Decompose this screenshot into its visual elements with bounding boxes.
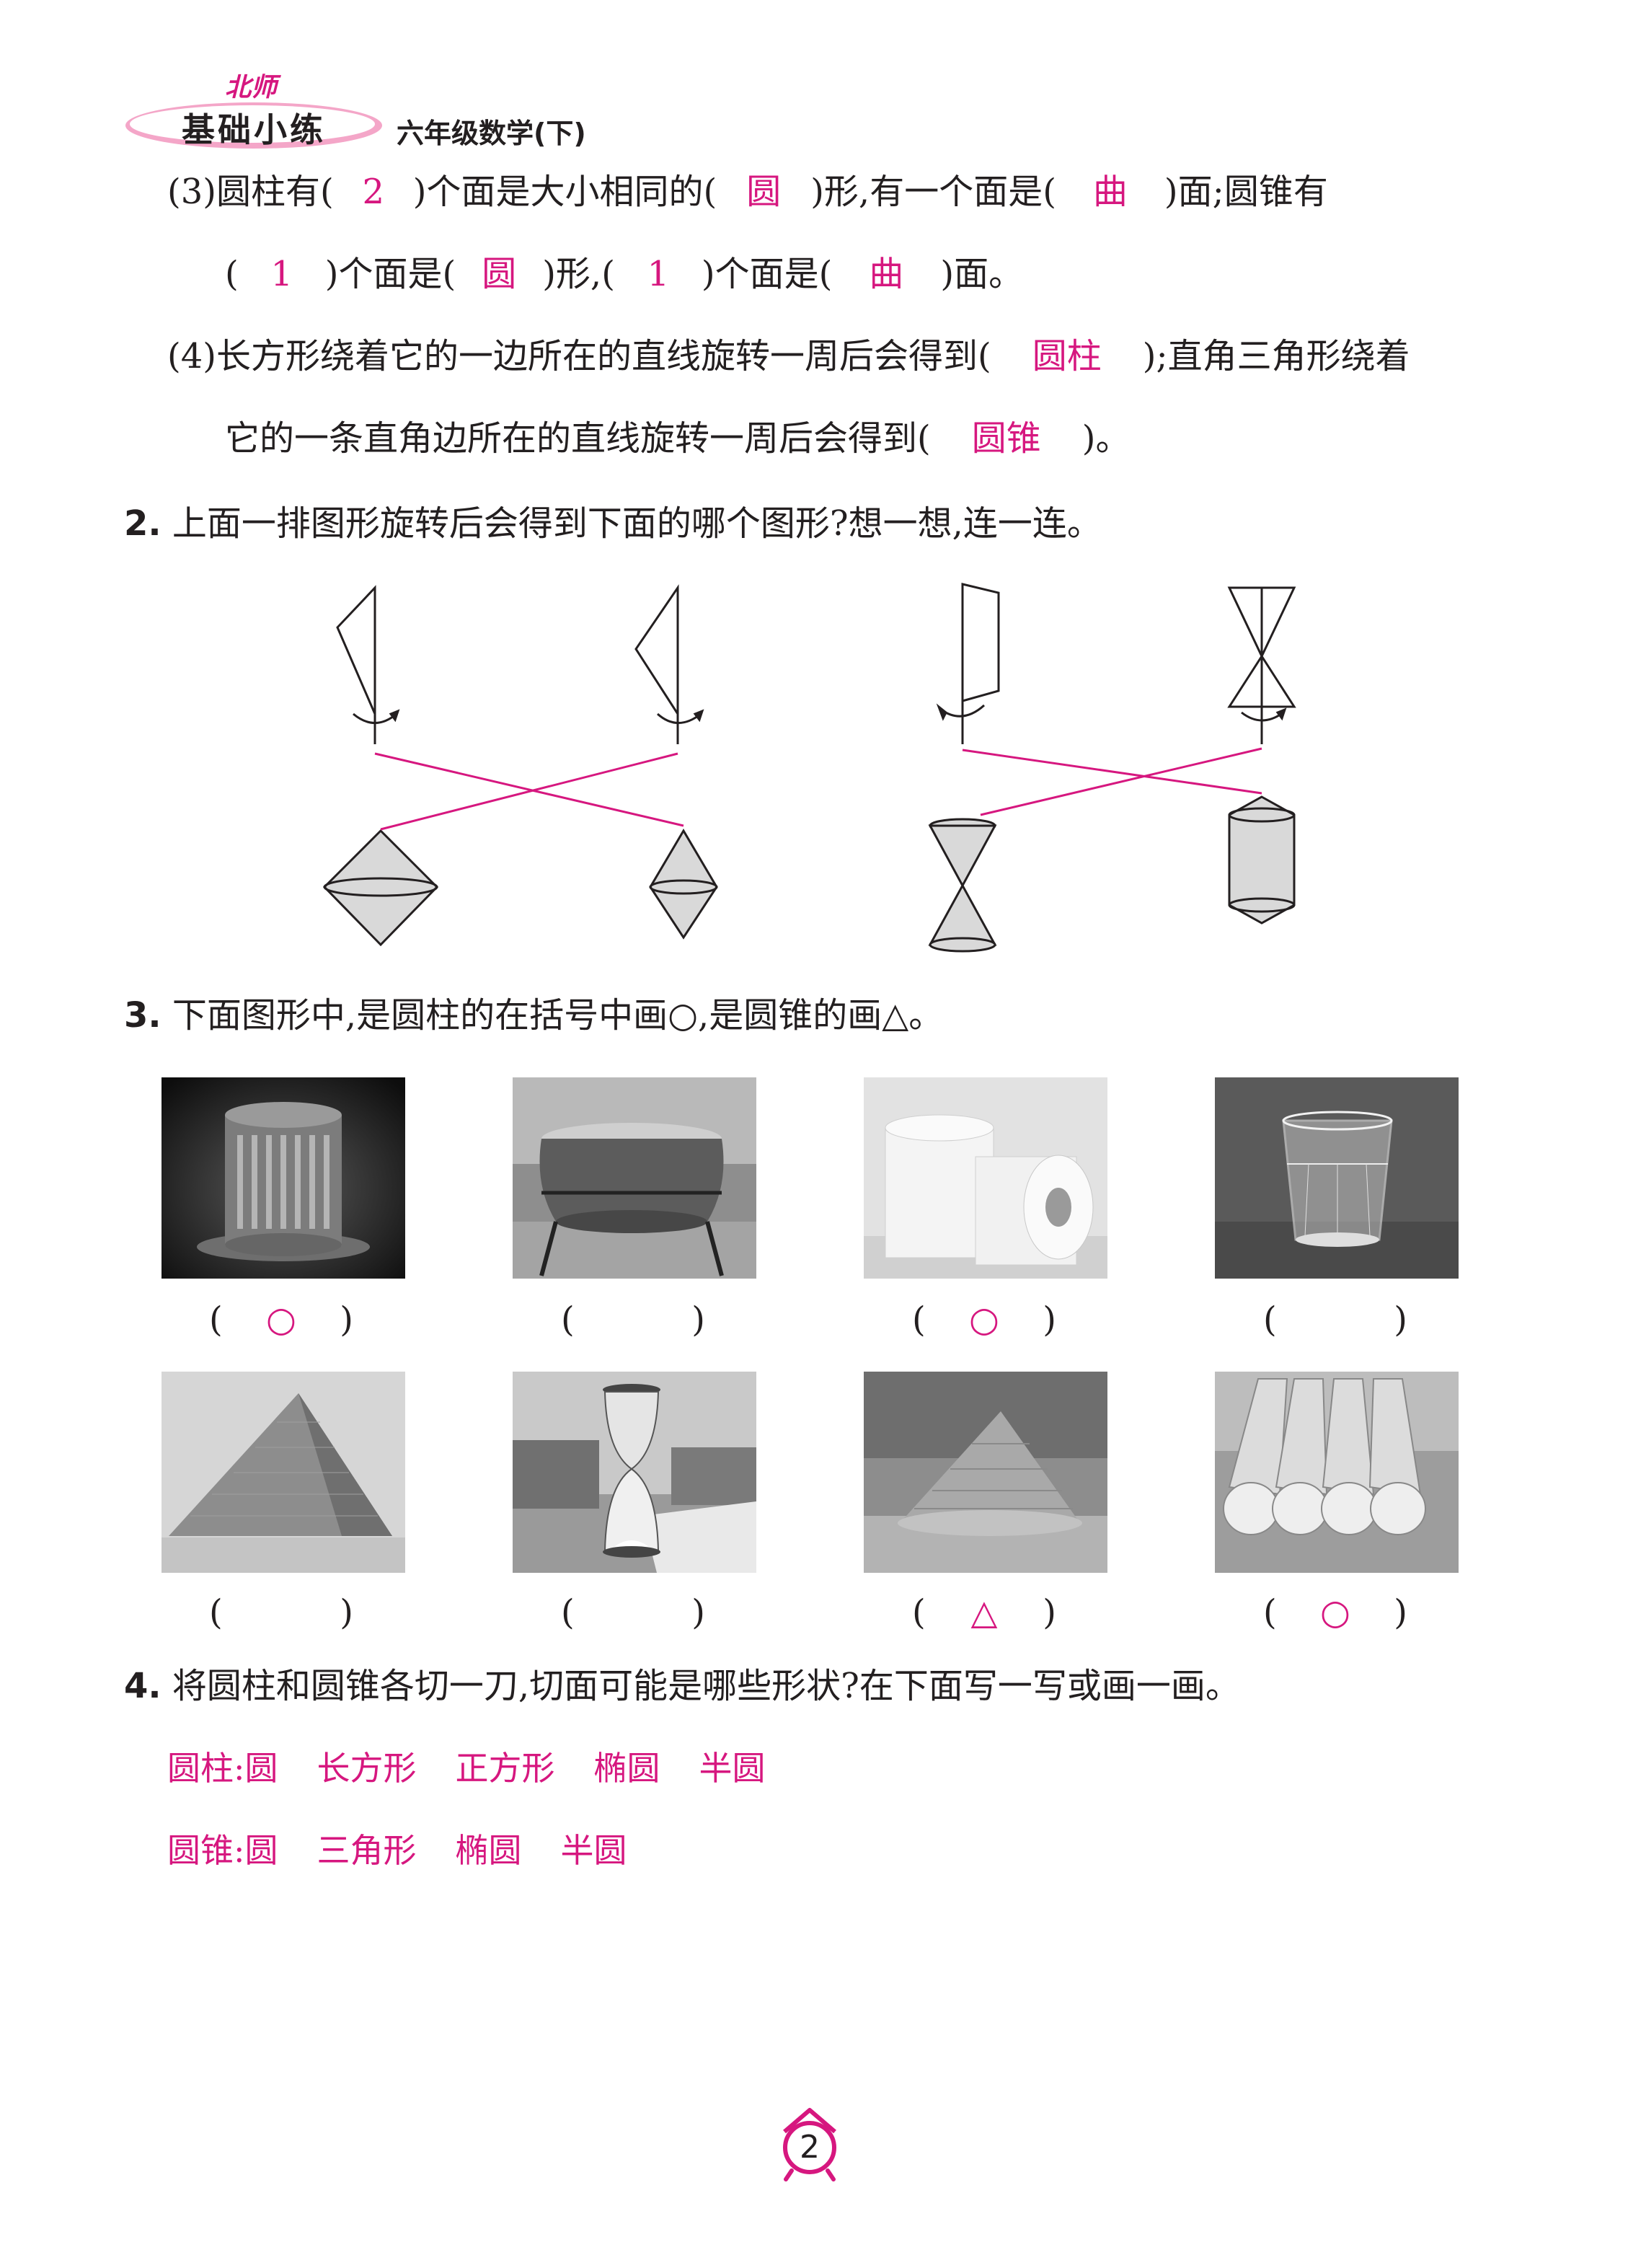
shape-triangle-left-apex [336, 585, 400, 744]
q1-item4-line1: (4)长方形绕着它的一边所在的直线旋转一周后会得到(圆柱);直角三角形绕着 [167, 336, 1410, 376]
answer-blank: 圆锥 [971, 418, 1041, 459]
answer-blank: 2 [362, 172, 384, 212]
answer-blank: 圆柱 [1032, 336, 1102, 376]
photo-wooden-dowels [1215, 1372, 1459, 1573]
photo-drinking-glass [1215, 1077, 1459, 1279]
answer-mark: ○ [969, 1300, 999, 1340]
answer-blank: 曲 [869, 254, 904, 294]
shape-triangle-isoceles [634, 584, 704, 744]
shape-rectangle [936, 583, 1000, 744]
match-lines [374, 747, 1262, 831]
question-number: 4 [124, 1666, 149, 1706]
answer-blank: 曲 [1092, 172, 1128, 212]
answer-mark: ○ [1320, 1592, 1350, 1633]
solid-double-cone-wide [322, 829, 439, 947]
question-number: 3 [124, 995, 149, 1036]
q1-item3-line2: (1)个面是(圆)形,(1)个面是(曲)面。 [225, 254, 1024, 294]
page-number-badge: 2 [770, 2104, 849, 2184]
q4-cylinder-answers: 圆柱:圆长方形正方形椭圆半圆 [167, 1749, 766, 1788]
alarm-clock-icon [783, 2108, 836, 2181]
photo-straw-hat [864, 1372, 1107, 1573]
solid-capped-cylinder [1228, 795, 1296, 925]
q4-prompt: 4. 将圆柱和圆锥各切一刀,切面可能是哪些形状?在下面写一写或画一画。 [124, 1666, 1240, 1706]
solid-double-cone-narrow [649, 829, 718, 940]
q1-item4-line2: 它的一条直角边所在的直线旋转一周后会得到(圆锥)。 [225, 418, 1131, 459]
photo-pyramid [162, 1372, 405, 1573]
header-series: 基础小练 [182, 110, 326, 149]
shape-double-triangle [1227, 586, 1296, 744]
q3-prompt: 3. 下面图形中,是圆柱的在括号中画○,是圆锥的画△。 [124, 995, 944, 1036]
header-subtitle: 六年级数学(下) [397, 118, 586, 149]
answer-blank: 圆 [746, 172, 782, 212]
q2-prompt: 2. 上面一排图形旋转后会得到下面的哪个图形?想一想,连一连。 [124, 503, 1102, 544]
answer-blank: 1 [270, 254, 293, 294]
answer-mark: △ [970, 1592, 998, 1633]
q2-rotation-diagram [322, 583, 1296, 953]
answer-blank: 1 [647, 254, 670, 294]
solid-hourglass-cones [928, 818, 997, 953]
photo-hourglass [513, 1372, 756, 1573]
q4-cone-answers: 圆锥:圆三角形椭圆半圆 [167, 1831, 627, 1870]
header-badge [125, 102, 382, 149]
photo-toilet-paper-rolls [864, 1077, 1107, 1279]
page-number: 2 [800, 2129, 820, 2166]
photo-stone-brush-pot [162, 1077, 405, 1279]
answer-blank: 圆 [482, 254, 517, 294]
answer-mark: ○ [266, 1300, 296, 1340]
q1-item3-line1: (3)圆柱有(2)个面是大小相同的(圆)形,有一个面是(曲)面;圆锥有 [167, 172, 1328, 212]
photo-drum [513, 1077, 756, 1279]
header-publisher: 北师 [225, 73, 278, 102]
question-number: 2 [124, 503, 149, 544]
header: 北师 基础小练 六年级数学(下) [124, 66, 629, 160]
